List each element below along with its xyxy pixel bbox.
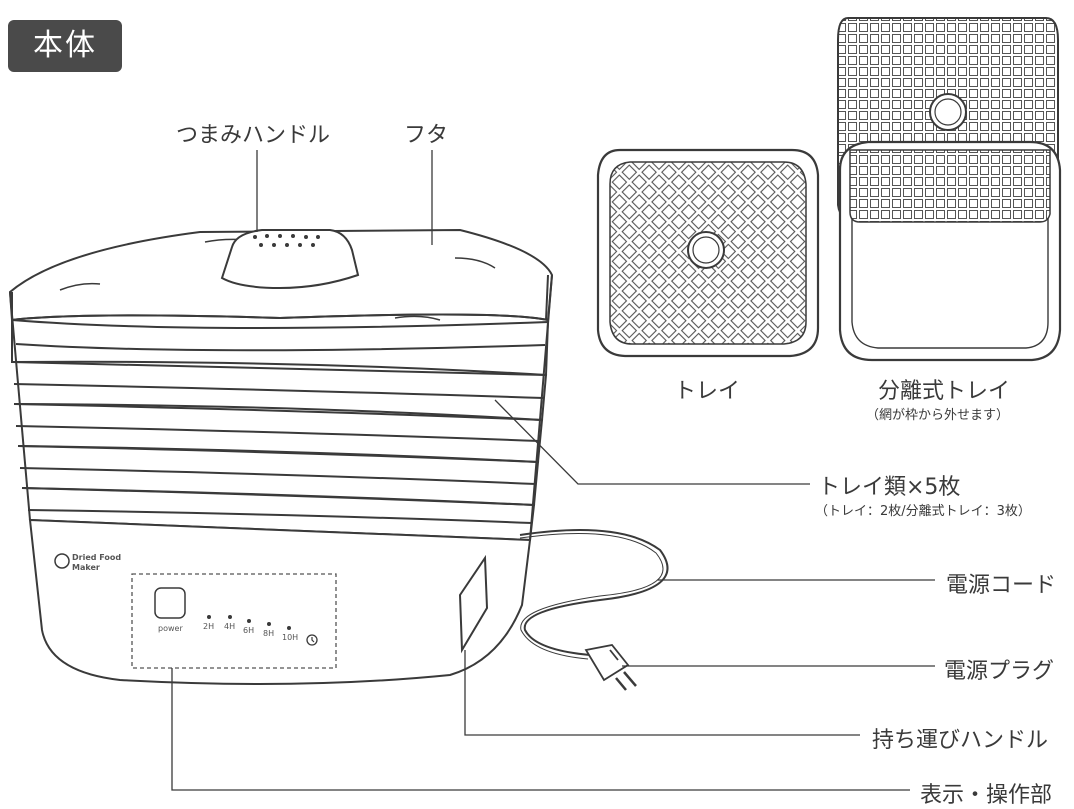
timer-label-10h: 10H <box>282 633 299 642</box>
separable-tray-illustration <box>837 17 1062 362</box>
power-cord-label: 電源コード <box>946 573 1057 598</box>
power-button-label: power <box>158 624 183 633</box>
base-unit <box>28 518 532 685</box>
lid-label: フタ <box>404 123 449 148</box>
carry-handle-recess <box>458 554 489 654</box>
knob-handle <box>220 229 360 290</box>
control-panel-frame <box>131 573 337 669</box>
timer-clock-icon <box>306 634 318 646</box>
separable-tray-label: 分離式トレイ <box>878 379 1011 404</box>
brand-logo-icon <box>54 553 70 569</box>
separable-tray-note: （網が枠から外せます） <box>866 408 1010 423</box>
control-panel-label: 表示・操作部 <box>920 783 1053 808</box>
timer-label-2h: 2H <box>203 622 215 631</box>
trays-note: （トレイ：2枚/分離式トレイ：3枚） <box>815 504 1031 519</box>
power-plug-icon <box>584 644 637 691</box>
tray-illustration <box>596 148 820 358</box>
timer-label-8h: 8H <box>263 629 275 638</box>
knob-handle-label: つまみハンドル <box>176 123 331 148</box>
timer-label-6h: 6H <box>243 626 255 635</box>
timer-label-4h: 4H <box>224 622 236 631</box>
dehydrator-body <box>8 228 554 685</box>
lid-rim <box>11 313 549 321</box>
brand-text-line2: Maker <box>72 563 100 572</box>
carry-handle-label: 持ち運びハンドル <box>872 728 1049 753</box>
timer-indicator-dots <box>207 615 291 630</box>
trays-label: トレイ類×5枚 <box>818 475 961 500</box>
brand-text-line1: Dried Food <box>72 553 122 562</box>
knob-vent-dots <box>253 234 320 247</box>
section-title-badge: 本体 <box>8 20 122 72</box>
power-cord <box>519 529 669 656</box>
leader-lines <box>171 150 935 791</box>
power-plug-label: 電源プラグ <box>944 659 1055 684</box>
power-button-shape <box>154 587 186 619</box>
tray-label: トレイ <box>674 379 741 404</box>
